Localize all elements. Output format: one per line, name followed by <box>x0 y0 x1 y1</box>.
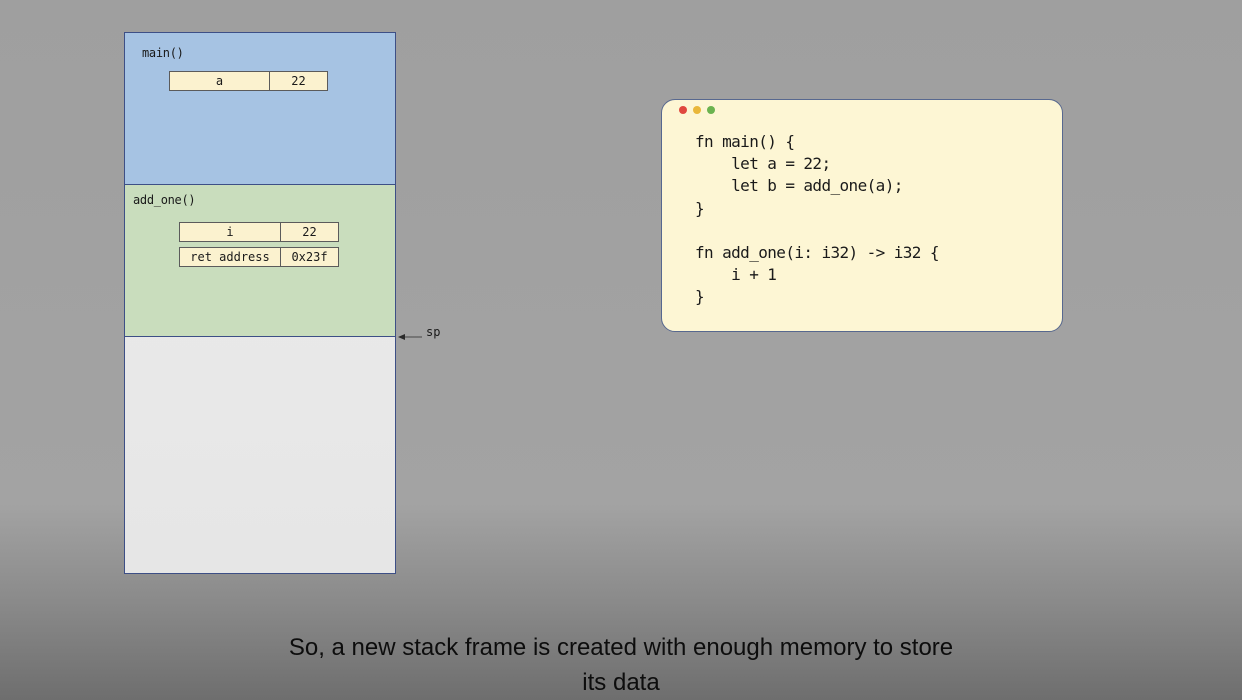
slot-name: a <box>215 74 224 88</box>
stack-diagram: main() a 22 add_one() i 22 ret address 0… <box>124 32 396 574</box>
code-line: let a = 22; <box>695 154 831 174</box>
caption-line: So, a new stack frame is created with en… <box>288 634 954 661</box>
window-controls <box>679 106 715 114</box>
add-one-frame-label: add_one() <box>133 193 196 207</box>
code-window: fn main() { let a = 22; let b = add_one(… <box>661 99 1063 332</box>
code-line: } <box>695 287 705 307</box>
slot-value: 22 <box>269 72 327 90</box>
code-line: fn add_one(i: i32) -> i32 { <box>695 242 939 262</box>
main-frame-label: main() <box>142 46 184 60</box>
subtitle-caption: So, a new stack frame is created with en… <box>0 630 1242 700</box>
code-line: } <box>695 198 705 218</box>
caption-line: its data <box>582 669 660 696</box>
slot-value: 0x23f <box>280 248 338 266</box>
variable-slot-i: i 22 <box>179 222 339 242</box>
code-line <box>695 220 939 242</box>
slot-name: ret address <box>190 250 270 264</box>
main-stack-frame: main() a 22 <box>125 33 395 185</box>
slot-name: i <box>226 225 234 239</box>
close-dot-icon <box>679 106 687 114</box>
code-line: i + 1 <box>695 265 777 285</box>
slot-value: 22 <box>280 223 338 241</box>
code-block: fn main() { let a = 22; let b = add_one(… <box>695 131 939 309</box>
maximize-dot-icon <box>707 106 715 114</box>
code-line: let b = add_one(a); <box>695 176 903 196</box>
stack-pointer-label: sp <box>426 325 441 339</box>
return-address-slot: ret address 0x23f <box>179 247 339 267</box>
add-one-stack-frame: add_one() i 22 ret address 0x23f <box>125 185 395 337</box>
code-line: fn main() { <box>695 132 795 151</box>
minimize-dot-icon <box>693 106 701 114</box>
variable-slot-a: a 22 <box>169 71 328 91</box>
stack-pointer-arrow-icon <box>398 334 422 340</box>
